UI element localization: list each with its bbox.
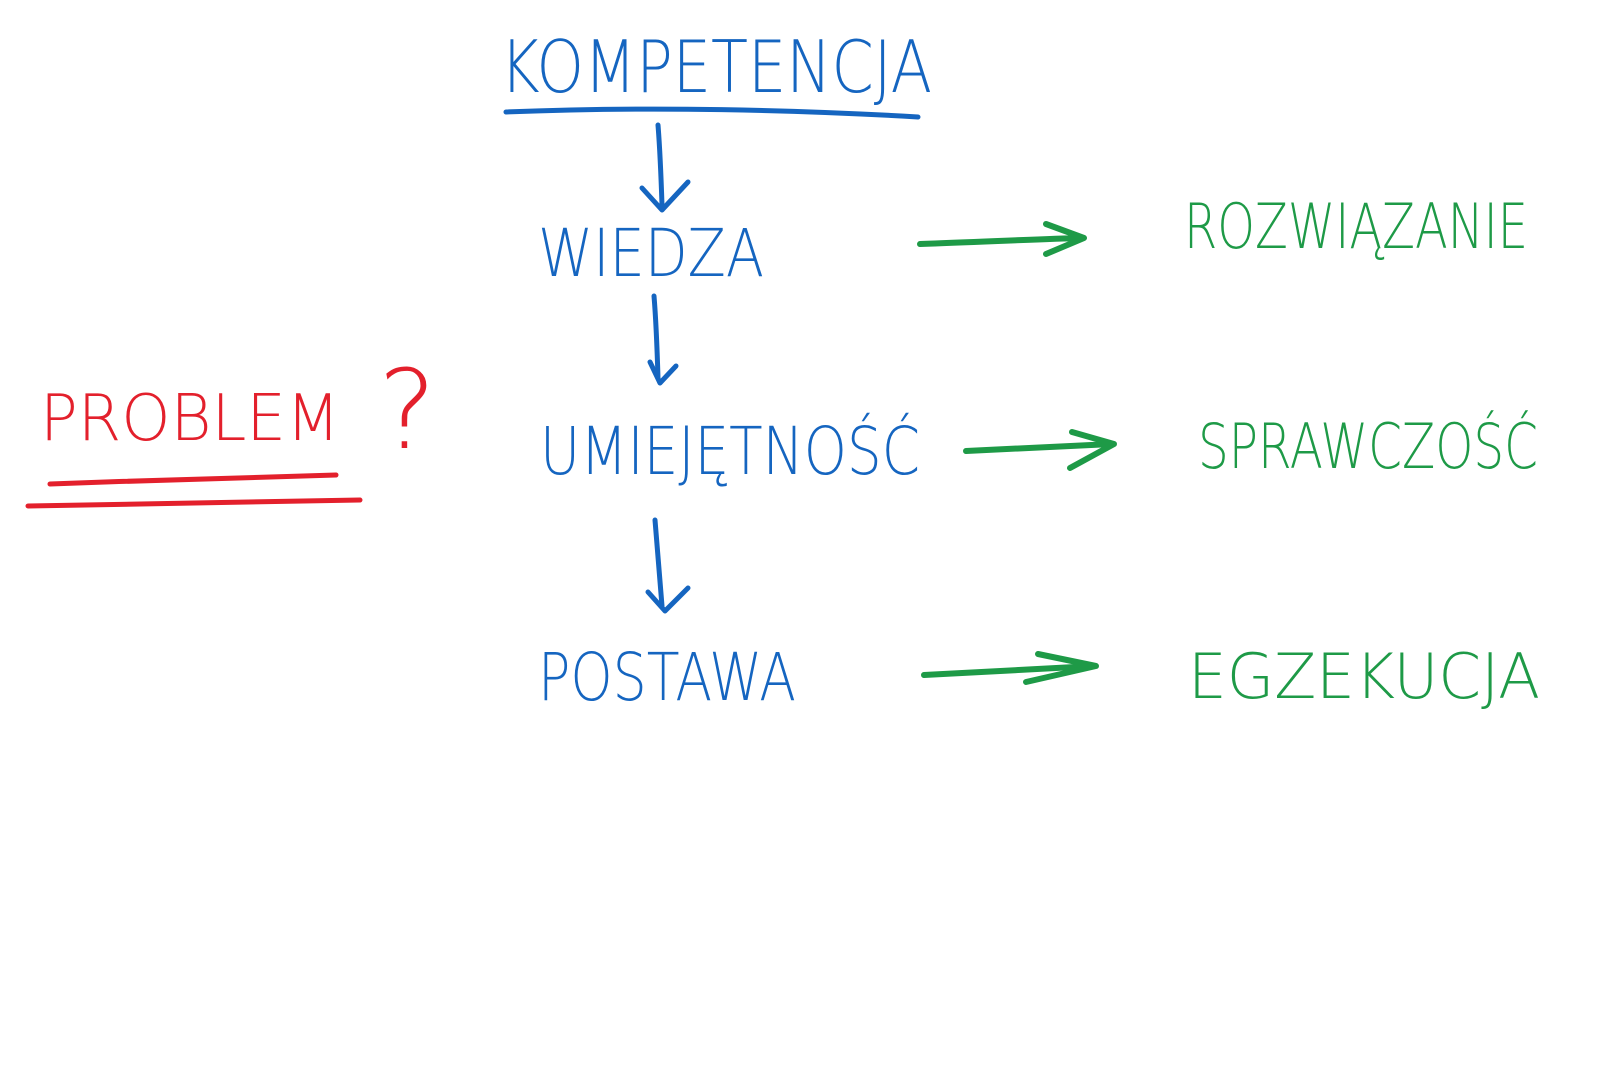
outcome-solution: ROZWIĄZANIE — [1184, 190, 1528, 263]
chain-item-skill: UMIEJĘTNOŚĆ — [540, 413, 920, 490]
chain-item-knowledge: WIEDZA — [538, 215, 764, 292]
competence-title: KOMPETENCJA — [500, 25, 932, 109]
chain-item-attitude: POSTAWA — [538, 639, 796, 716]
outcome-agency: SPRAWCZOŚĆ — [1198, 410, 1538, 483]
right-arrow-1 — [917, 235, 1085, 247]
down-arrow-1 — [655, 122, 665, 208]
down-arrow-1-head — [639, 179, 691, 213]
problem-label: PROBLEM — [40, 382, 340, 456]
down-arrow-2 — [651, 293, 661, 381]
down-arrow-3-head — [645, 585, 691, 614]
outcome-execution: EGZEKUCJA — [1188, 640, 1540, 713]
right-arrow-2 — [963, 441, 1115, 454]
right-arrow-2-head — [1067, 429, 1117, 471]
problem-underline-1 — [47, 472, 339, 487]
problem-underline-2 — [25, 497, 363, 509]
right-arrow-3-head — [1023, 651, 1099, 685]
down-arrow-3 — [652, 517, 665, 609]
problem-question-mark: ? — [378, 346, 436, 474]
right-arrow-1-head — [1043, 221, 1087, 257]
right-arrow-3 — [921, 663, 1097, 678]
competence-underline — [503, 106, 921, 120]
down-arrow-2-head — [647, 359, 679, 386]
